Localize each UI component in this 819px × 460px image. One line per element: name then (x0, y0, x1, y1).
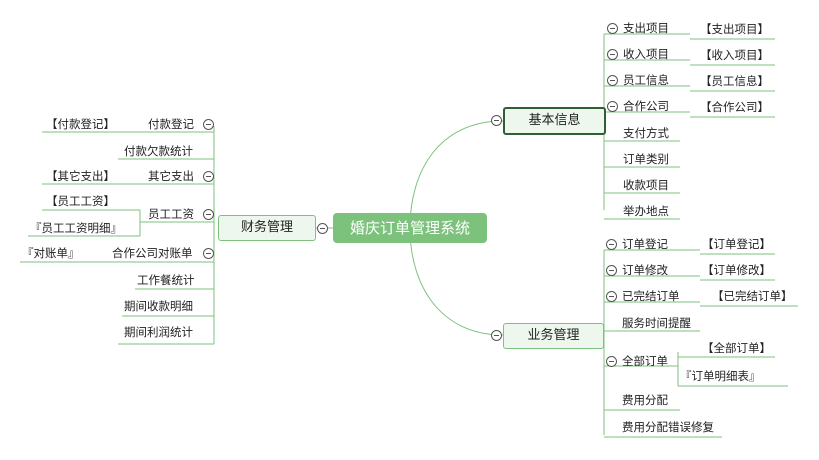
link-expense-item[interactable]: 【支出项目】 (700, 22, 769, 36)
node-payment-register[interactable]: 付款登记 (148, 117, 194, 131)
collapse-icon[interactable] (203, 119, 214, 130)
node-service-reminder[interactable]: 服务时间提醒 (622, 316, 691, 330)
link-staff-wage-detail[interactable]: 『员工工资明细』 (30, 221, 122, 235)
node-partner-company[interactable]: 合作公司 (623, 99, 669, 113)
node-cost-allocation-fix[interactable]: 费用分配错误修复 (622, 420, 714, 434)
link-completed-orders[interactable]: 【已完结订单】 (712, 289, 793, 303)
node-period-receipts[interactable]: 期间收款明细 (124, 299, 193, 313)
collapse-icon[interactable] (606, 239, 617, 250)
node-expense-item[interactable]: 支出项目 (623, 21, 669, 35)
link-income-item[interactable]: 【收入项目】 (700, 48, 769, 62)
collapse-icon[interactable] (607, 101, 618, 112)
node-staff-info[interactable]: 员工信息 (623, 73, 669, 87)
link-partner-company[interactable]: 【合作公司】 (700, 100, 769, 114)
collapse-icon[interactable] (606, 356, 617, 367)
node-payment-method[interactable]: 支付方式 (623, 126, 669, 140)
branch-finance[interactable]: 财务管理 (218, 215, 316, 241)
collapse-icon[interactable] (607, 49, 618, 60)
collapse-icon[interactable] (491, 115, 502, 126)
node-all-orders[interactable]: 全部订单 (622, 354, 668, 368)
node-venue[interactable]: 举办地点 (623, 204, 669, 218)
node-staff-wages[interactable]: 员工工资 (148, 207, 194, 221)
link-staff-info[interactable]: 【员工信息】 (700, 74, 769, 88)
node-period-profit[interactable]: 期间利润统计 (124, 325, 193, 339)
link-order-edit[interactable]: 【订单修改】 (702, 263, 771, 277)
link-order-register[interactable]: 【订单登记】 (702, 237, 771, 251)
node-completed-orders[interactable]: 已完结订单 (622, 289, 680, 303)
node-partner-statement[interactable]: 合作公司对账单 (112, 246, 193, 260)
collapse-icon[interactable] (491, 330, 502, 341)
collapse-icon[interactable] (203, 171, 214, 182)
node-meal-stats[interactable]: 工作餐统计 (137, 273, 195, 287)
collapse-icon[interactable] (606, 265, 617, 276)
branch-business[interactable]: 业务管理 (503, 323, 604, 349)
collapse-icon[interactable] (203, 209, 214, 220)
node-order-edit[interactable]: 订单修改 (622, 263, 668, 277)
link-all-orders[interactable]: 【全部订单】 (702, 341, 771, 355)
node-payment-arrears[interactable]: 付款欠款统计 (124, 144, 193, 158)
node-receipt-item[interactable]: 收款项目 (623, 178, 669, 192)
link-payment-register[interactable]: 【付款登记】 (46, 117, 115, 131)
link-other-expense[interactable]: 【其它支出】 (46, 169, 115, 183)
node-other-expense[interactable]: 其它支出 (148, 169, 194, 183)
collapse-icon[interactable] (203, 248, 214, 259)
node-order-category[interactable]: 订单类别 (623, 152, 669, 166)
root-node[interactable]: 婚庆订单管理系统 (333, 213, 487, 243)
node-income-item[interactable]: 收入项目 (623, 47, 669, 61)
collapse-icon[interactable] (607, 23, 618, 34)
link-staff-wages[interactable]: 【员工工资】 (46, 194, 115, 208)
branch-basic-info[interactable]: 基本信息 (503, 107, 606, 135)
link-statement[interactable]: 『对账单』 (22, 246, 80, 260)
collapse-icon[interactable] (317, 223, 328, 234)
node-cost-allocation[interactable]: 费用分配 (622, 393, 668, 407)
link-order-detail-table[interactable]: 『订单明细表』 (680, 369, 761, 383)
collapse-icon[interactable] (607, 75, 618, 86)
node-order-register[interactable]: 订单登记 (622, 237, 668, 251)
collapse-icon[interactable] (606, 291, 617, 302)
